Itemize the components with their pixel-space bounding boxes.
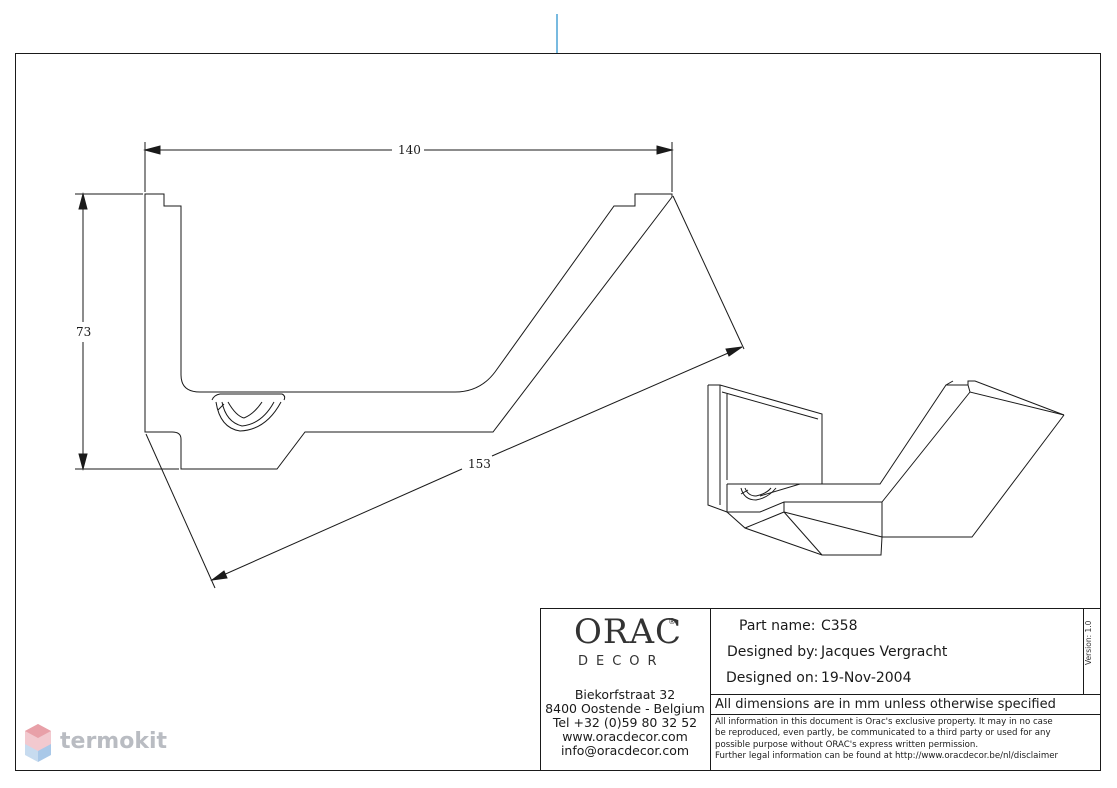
- title-block-grid: [540, 608, 1101, 771]
- profile-section: [144, 193, 673, 470]
- legal-line-3: possible purpose without ORAC's express …: [715, 739, 979, 750]
- watermark-logo-icon: [25, 724, 51, 762]
- email-line: info@oracdecor.com: [560, 743, 690, 758]
- legal-line-1: All information in this document is Orac…: [715, 717, 1053, 727]
- website-line: www.oracdecor.com: [562, 729, 688, 744]
- dimension-height-label: 73: [74, 325, 94, 339]
- phone-line: Tel +32 (0)59 80 32 52: [552, 715, 698, 730]
- designed-on-label: Designed on:: [726, 670, 819, 686]
- legal-line-4: Further legal information can be found a…: [715, 751, 1059, 762]
- decor-logo-wordmark: DECOR: [578, 654, 665, 669]
- part-name-value: C358: [821, 618, 858, 634]
- legal-notice: All information in this document is Orac…: [715, 717, 1099, 763]
- designed-by-value: Jacques Vergracht: [821, 644, 948, 660]
- address-line-2: 8400 Oostende - Belgium: [545, 701, 705, 716]
- isometric-view: [707, 380, 1065, 556]
- dimension-width-label: 140: [396, 143, 423, 157]
- part-name-label: Part name:: [739, 618, 816, 634]
- dimensions-note: All dimensions are in mm unless otherwis…: [715, 697, 1056, 712]
- orac-logo-wordmark: ORAC: [574, 612, 683, 652]
- watermark-text: termokit: [60, 729, 168, 754]
- dimension-diagonal-label: 153: [466, 457, 493, 471]
- designed-by-label: Designed by:: [727, 644, 819, 660]
- legal-line-2: be reproduced, even partly, be communica…: [715, 728, 1051, 739]
- designed-on-value: 19-Nov-2004: [821, 670, 912, 686]
- dimension-lines: [75, 142, 745, 589]
- address-line-1: Biekorfstraat 32: [574, 687, 676, 702]
- sheet-border: [15, 53, 1101, 771]
- version-label: Version: 1.0: [1084, 620, 1093, 666]
- registered-mark: ®: [668, 617, 676, 626]
